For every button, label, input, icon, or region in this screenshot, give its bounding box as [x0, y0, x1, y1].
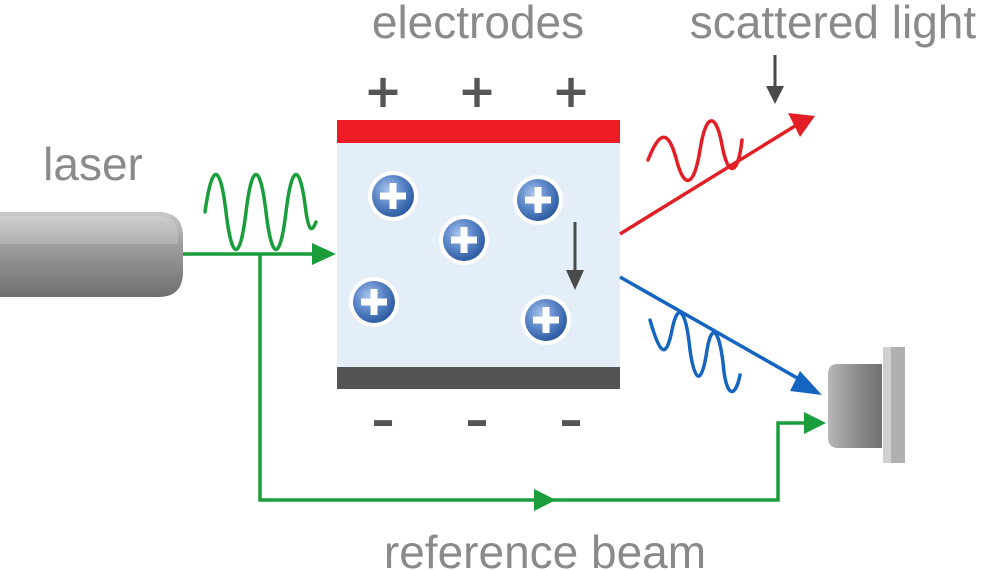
laser-beam-arrowhead: [312, 243, 336, 265]
positive-sign: +: [364, 64, 403, 118]
positive-sign: +: [552, 64, 591, 118]
detected-beam: [619, 275, 807, 385]
reference-beam-label: reference beam: [384, 526, 706, 570]
positive-particle-icon: [513, 175, 563, 225]
positive-electrode: [337, 120, 620, 143]
positive-particle-icon: [521, 295, 571, 345]
laser-cylinder-icon: [0, 212, 183, 297]
electrodes-label: electrodes: [372, 0, 584, 48]
negative-electrode: [337, 367, 620, 389]
scattered-light-label: scattered light: [690, 0, 977, 48]
positive-particle-icon: [349, 277, 399, 327]
down-arrow-icon: [566, 222, 584, 290]
scattered-light-pointer-arrow: [766, 55, 784, 104]
detected-beam-arrowhead: [790, 371, 822, 395]
laser-beam: [183, 252, 806, 502]
negative-sign: –: [466, 393, 489, 447]
detected-wave: [648, 310, 742, 394]
scattered-beam: [619, 124, 796, 236]
detector-icon: [828, 347, 905, 463]
incident-wave: [203, 173, 318, 251]
scattered-wave: [646, 119, 744, 182]
positive-sign: +: [458, 64, 497, 118]
negative-sign: –: [372, 393, 395, 447]
positive-particle-icon: [439, 215, 489, 265]
laser-label: laser: [43, 138, 143, 190]
reference-beam-arrowhead: [534, 489, 556, 511]
reference-beam-arrowhead: [804, 412, 826, 434]
scattered-beam-arrowhead: [788, 113, 815, 137]
positive-particle-icon: [368, 171, 418, 221]
negative-sign: –: [560, 393, 583, 447]
